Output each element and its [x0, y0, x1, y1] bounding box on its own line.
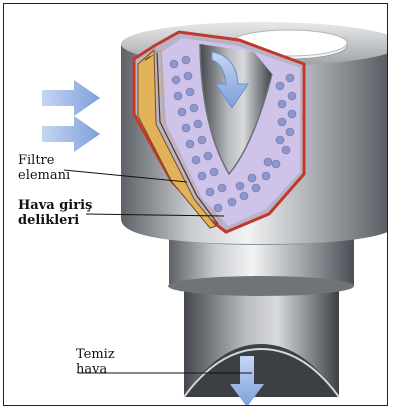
label-filter-element: Filtre elemanı [18, 153, 70, 183]
label-filter-element-line2: elemanı [18, 168, 70, 183]
label-filter-element-line1: Filtre [18, 153, 70, 168]
label-clean-air-line2: hava [76, 362, 115, 377]
intake-arrows [42, 80, 100, 152]
label-air-inlet-holes-line1: Hava giriş [18, 198, 92, 213]
diagram-frame: Filtre elemanı Hava giriş delikleri Temi… [3, 3, 388, 406]
label-air-inlet-holes-line2: delikleri [18, 213, 92, 228]
intake-arrow-bottom [42, 116, 100, 152]
intake-arrow-top [42, 80, 100, 116]
label-clean-air-line1: Temiz [76, 347, 115, 362]
label-air-inlet-holes: Hava giriş delikleri [18, 198, 92, 228]
label-clean-air: Temiz hava [76, 347, 115, 377]
